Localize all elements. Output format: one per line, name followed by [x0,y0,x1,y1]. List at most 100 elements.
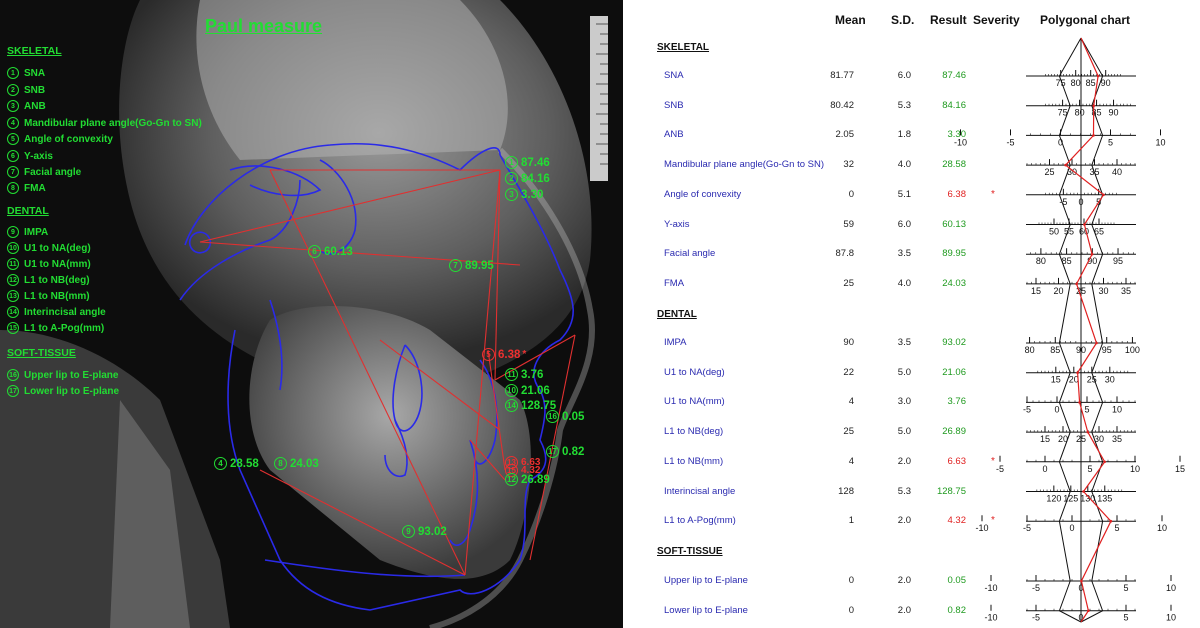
chart-tick-label: 5 [1123,613,1128,623]
legend-heading-dental: DENTAL [7,205,49,217]
header-mean: Mean [835,13,866,27]
chart-tick-label: 15 [1175,464,1185,474]
chart-tick-label: 10 [1157,523,1167,533]
measurement-name: ANB [664,129,684,141]
sd-value: 5.3 [897,99,911,111]
sd-value: 2.0 [897,575,911,586]
chart-tick-label: 55 [1064,227,1074,237]
mean-value: 1 [848,515,854,527]
legend-number: 4 [7,117,19,129]
chart-tick-label: 50 [1049,227,1059,237]
mean-value: 0 [848,575,854,586]
chart-tick-label: 10 [1130,464,1140,474]
header-result: Result [930,13,967,27]
chart-tick-label: 10 [1112,404,1122,414]
chart-tick-label: 120 [1046,494,1061,504]
legend-number: 6 [7,150,19,162]
chart-sd-envelope-left [1058,37,1082,623]
result-value: 24.03 [942,277,966,289]
measurement-name: L1 to NB(deg) [664,426,724,438]
sd-value: 3.5 [897,337,911,348]
measurement-name: Angle of convexity [664,188,742,200]
measurement-name: Upper lip to E-plane [664,575,748,586]
sd-value: 2.0 [897,515,911,527]
legend-number: 17 [7,385,19,397]
mean-value: 87.8 [835,248,855,260]
chart-result-point [1064,163,1067,167]
chart-tick-label: 0 [1078,197,1083,207]
chart-tick-label: 5 [1114,523,1119,533]
legend-number: 14 [7,306,19,318]
result-value: 4.32 [947,515,967,527]
legend-label: Lower lip to E-plane [24,385,120,397]
mean-value: 128 [838,485,854,497]
chart-tick-label: -5 [1032,583,1040,593]
section-heading: SKELETAL [657,42,710,53]
result-value: 6.38 [947,188,967,200]
chart-tick-label: 0 [1054,404,1059,414]
legend-heading-skeletal: SKELETAL [7,45,62,57]
result-value: 6.63 [947,455,967,467]
chart-tick-label: 5 [1123,583,1128,593]
measurement-name: L1 to A-Pog(mm) [664,515,736,527]
chart-tick-label: 10 [1166,583,1176,593]
chart-tick-label: -5 [1032,613,1040,623]
legend-number: 15 [7,322,19,334]
result-value: 84.16 [942,99,966,111]
legend-number: 5 [7,133,19,145]
chart-tick-label: 10 [1155,137,1165,147]
result-value: 28.58 [942,159,966,171]
measurement-name: U1 to NA(deg) [664,366,725,378]
header-severity: Severity [973,13,1020,27]
chart-tick-label: 90 [1076,345,1086,355]
chart-tick-label: 135 [1097,494,1112,504]
chart-tick-label: -5 [1023,404,1031,414]
chart-tick-label: -10 [954,137,967,147]
chart-result-point [1075,282,1078,286]
polygonal-chart: 7580859075808590-10-505101525303540-5055… [954,37,1185,623]
sd-value: 5.3 [897,485,911,497]
measurement-name: L1 to NB(mm) [664,455,724,467]
chart-tick-label: 30 [1105,375,1115,385]
chart-tick-label: -5 [1023,523,1031,533]
section-heading: DENTAL [657,309,697,320]
sd-value: 6.0 [897,70,911,81]
result-value: 93.02 [942,337,966,348]
chart-tick-label: 30 [1094,434,1104,444]
measurement-name: Lower lip to E-plane [664,604,748,616]
severity-marker: * [991,455,995,467]
chart-tick-label: -5 [1006,137,1014,147]
chart-tick-label: 95 [1113,256,1123,266]
chart-tick-label: 10 [1166,613,1176,623]
chart-tick-label: 85 [1062,256,1072,266]
chart-result-point [1096,74,1100,78]
sd-value: 2.0 [897,455,911,467]
legend-label: Mandibular plane angle(Go-Gn to SN) [24,117,202,129]
chart-tick-label: 85 [1086,78,1096,88]
chart-tick-label: 80 [1025,345,1035,355]
legend-number: 10 [7,242,19,254]
chart-tick-label: 20 [1058,434,1068,444]
chart-tick-label: 75 [1058,108,1068,118]
legend-number: 2 [7,84,19,96]
legend-number: 1 [7,67,19,79]
legend-label: U1 to NA(deg) [24,242,91,254]
sd-value: 3.5 [897,248,911,260]
chart-tick-label: -10 [984,583,997,593]
chart-tick-label: 65 [1094,227,1104,237]
chart-tick-label: 20 [1069,375,1079,385]
chart-tick-label: 60 [1079,227,1089,237]
mean-value: 59 [843,218,854,230]
